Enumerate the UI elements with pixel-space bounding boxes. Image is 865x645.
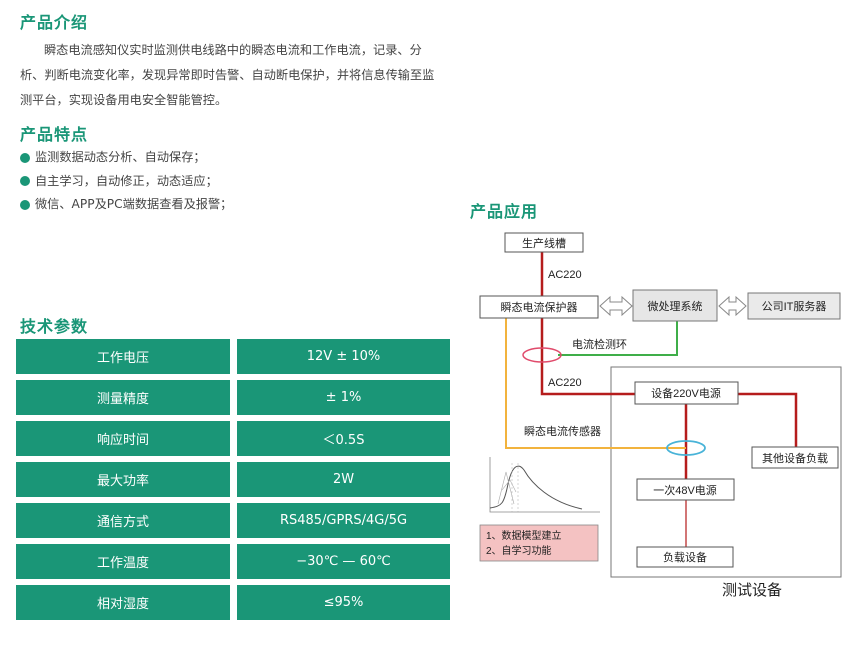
bullet-dot-icon [20, 176, 30, 187]
bullet-dot-icon [20, 199, 30, 210]
spec-key: 最大功率 [16, 462, 230, 497]
svg-text:一次48V电源: 一次48V电源 [653, 483, 717, 497]
spec-row: 响应时间＜0.5S [16, 421, 450, 456]
spec-value: RS485/GPRS/4G/5G [237, 503, 450, 538]
wire-ac-bottom [540, 313, 635, 396]
spec-value: ＜0.5S [237, 421, 450, 456]
test-equipment-frame [610, 366, 842, 578]
waveform-icon [489, 457, 600, 513]
wire-current-ring [558, 314, 678, 356]
features-title: 产品特点 [20, 125, 89, 144]
spec-row: 相对湿度≤95% [16, 585, 450, 620]
note-box: 1、数据模型建立 2、自学习功能 [479, 524, 599, 562]
spec-key: 工作温度 [16, 544, 230, 579]
svg-text:瞬态电流保护器: 瞬态电流保护器 [501, 300, 578, 314]
label-test-equipment: 测试设备 [722, 582, 782, 599]
box-production-line: 生产线槽 [504, 232, 584, 253]
spec-value: ± 1% [237, 380, 450, 415]
double-arrow-icon [599, 295, 633, 317]
box-load: 负载设备 [636, 546, 734, 568]
spec-key: 响应时间 [16, 421, 230, 456]
feature-item: 自主学习，自动修正，动态适应； [20, 170, 232, 194]
spec-key: 工作电压 [16, 339, 230, 374]
svg-text:设备220V电源: 设备220V电源 [651, 386, 721, 400]
current-ring-icon [522, 347, 562, 363]
spec-key: 测量精度 [16, 380, 230, 415]
box-psu-48: 一次48V电源 [636, 478, 735, 501]
label-current-ring: 电流检测环 [572, 337, 627, 351]
spec-row: 测量精度± 1% [16, 380, 450, 415]
svg-text:生产线槽: 生产线槽 [522, 236, 566, 250]
svg-text:微处理系统: 微处理系统 [648, 299, 703, 313]
label-ac220-bottom: AC220 [548, 377, 582, 389]
feature-item: 监测数据动态分析、自动保存； [20, 146, 232, 170]
wire-sensor [505, 314, 686, 449]
box-mcu: 微处理系统 [632, 289, 718, 322]
application-title: 产品应用 [470, 202, 539, 221]
double-arrow-icon [718, 295, 747, 317]
box-other-load: 其他设备负载 [751, 446, 839, 469]
label-transient-sensor: 瞬态电流传感器 [524, 424, 601, 438]
intro-title: 产品介绍 [20, 13, 89, 32]
svg-text:负载设备: 负载设备 [663, 550, 707, 564]
features-list: 监测数据动态分析、自动保存； 自主学习，自动修正，动态适应； 微信、APP及PC… [20, 146, 232, 217]
box-protector: 瞬态电流保护器 [479, 295, 599, 319]
spec-key: 通信方式 [16, 503, 230, 538]
svg-text:2、自学习功能: 2、自学习功能 [486, 544, 552, 557]
spec-value: −30℃ — 60℃ [237, 544, 450, 579]
intro-paragraph: 瞬态电流感知仪实时监测供电线路中的瞬态电流和工作电流，记录、分析、判断电流变化率… [20, 43, 435, 107]
box-psu-220: 设备220V电源 [634, 381, 739, 405]
application-diagram: 生产线槽 瞬态电流保护器 微处理系统 公司IT服务器 设备220V电源 其他设备… [479, 232, 842, 599]
wire-other-load [738, 392, 798, 448]
sensor-ring-icon [666, 440, 706, 456]
specs-title: 技术参数 [20, 317, 89, 336]
box-it-server: 公司IT服务器 [747, 292, 841, 320]
spec-row: 工作温度−30℃ — 60℃ [16, 544, 450, 579]
spec-value: 2W [237, 462, 450, 497]
spec-value: 12V ± 10% [237, 339, 450, 374]
label-ac220-top: AC220 [548, 269, 582, 281]
feature-item: 微信、APP及PC端数据查看及报警； [20, 193, 232, 217]
svg-text:公司IT服务器: 公司IT服务器 [762, 300, 827, 313]
svg-text:其他设备负载: 其他设备负载 [762, 451, 828, 465]
spec-value: ≤95% [237, 585, 450, 620]
bullet-dot-icon [20, 152, 30, 163]
svg-text:1、数据模型建立: 1、数据模型建立 [486, 529, 562, 542]
spec-key: 相对湿度 [16, 585, 230, 620]
